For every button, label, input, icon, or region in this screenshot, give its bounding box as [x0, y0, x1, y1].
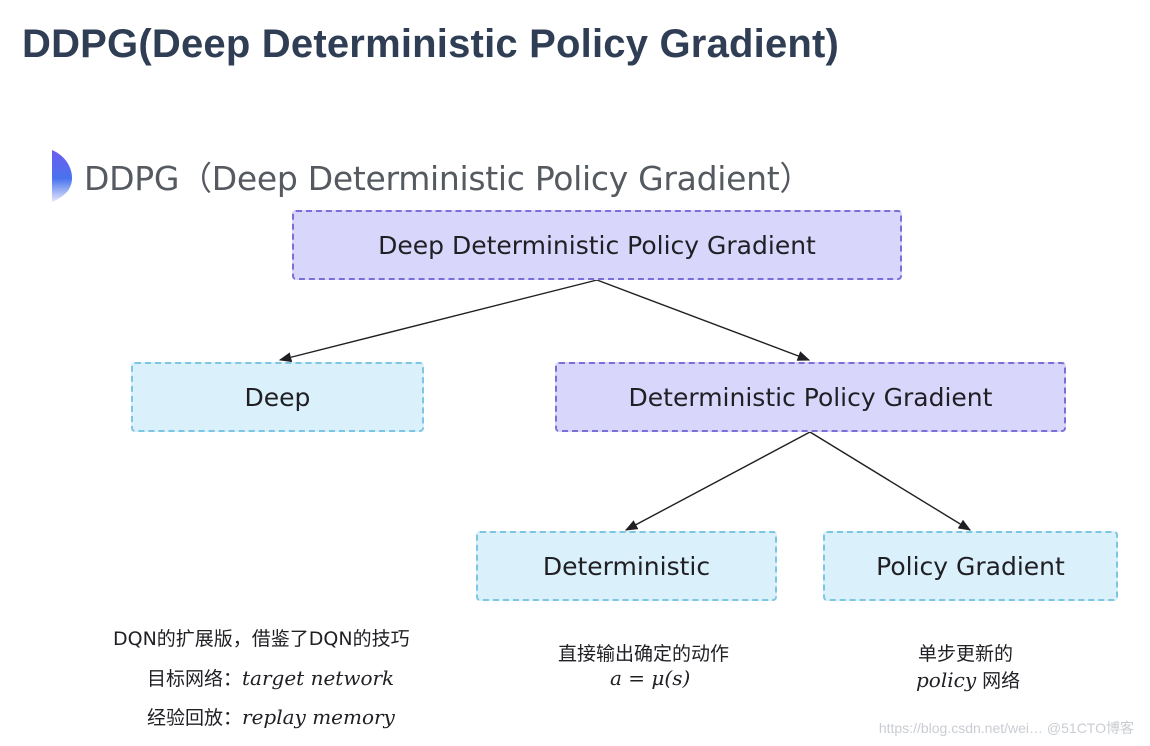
note-deep-line3: 经验回放：replay memory [147, 703, 395, 730]
node-deterministic: Deterministic [476, 531, 777, 601]
note-deep-line3-label: 经验回放： [147, 707, 243, 729]
edge-root-dpg [596, 279, 811, 361]
note-policy-gradient-line2: policy 网络 [916, 666, 1020, 693]
section-heading-text: DDPG（Deep Deterministic Policy Gradient） [84, 159, 813, 198]
node-deterministic-policy-gradient: Deterministic Policy Gradient [555, 362, 1066, 432]
accent-bar-icon [52, 150, 72, 202]
section-heading: DDPG（Deep Deterministic Policy Gradient） [50, 150, 812, 202]
formula-a-equals-mu-s: a = μ(s) [610, 666, 691, 690]
watermark: https://blog.csdn.net/wei… @51CTO博客 [878, 720, 1134, 736]
note-policy-gradient-term: policy [916, 668, 977, 692]
note-policy-gradient-line1: 单步更新的 [918, 643, 1014, 665]
edge-dpg-policy-gradient [809, 431, 972, 531]
note-deterministic-formula: a = μ(s) [610, 666, 690, 690]
edge-root-deep [278, 279, 598, 363]
note-deep-line3-term: replay memory [242, 705, 395, 729]
note-policy-gradient-text: 网络 [976, 670, 1021, 692]
note-deep-line2-term: target network [242, 666, 395, 690]
node-policy-gradient: Policy Gradient [823, 531, 1118, 601]
note-deep-line1: DQN的扩展版，借鉴了DQN的技巧 [113, 628, 410, 650]
page-title: DDPG(Deep Deterministic Policy Gradient) [22, 22, 840, 66]
note-deep-line2: 目标网络：target network [147, 664, 394, 691]
note-deterministic-line1: 直接输出确定的动作 [558, 643, 730, 665]
node-deep: Deep [131, 362, 424, 432]
node-root: Deep Deterministic Policy Gradient [292, 210, 902, 280]
note-deep-line2-label: 目标网络： [147, 668, 243, 690]
edge-dpg-deterministic [624, 431, 811, 531]
